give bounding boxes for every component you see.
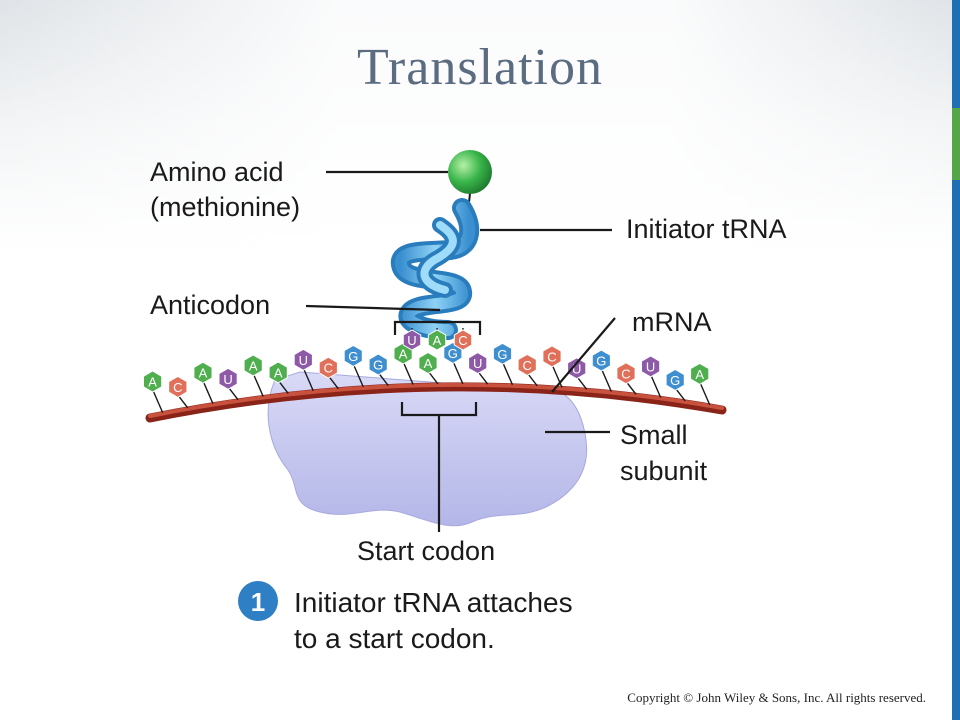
- leader-anticodon: [305, 304, 441, 312]
- mrna-base-letter: C: [621, 366, 630, 381]
- label-start-codon: Start codon: [357, 536, 495, 566]
- step-caption-line2: to a start codon.: [294, 623, 495, 654]
- mrna-base: G: [343, 344, 363, 367]
- anticodon-bracket: [393, 320, 482, 335]
- mrna-base-letter: G: [596, 354, 606, 369]
- mrna-base-stalk: [501, 361, 514, 386]
- leader-mrna: [551, 317, 616, 393]
- anticodon-base: C: [453, 329, 473, 351]
- label-small: Small: [620, 420, 688, 450]
- mrna-base: G: [443, 341, 463, 364]
- mrna-base-letter: A: [399, 347, 408, 362]
- label-mrna: mRNA: [632, 307, 712, 337]
- mrna-base-stalk: [427, 370, 439, 385]
- mrna-base-letter: A: [199, 366, 208, 381]
- mrna-backbone: [145, 382, 727, 423]
- copyright-notice: Copyright © John Wiley & Sons, Inc. All …: [627, 690, 926, 705]
- mrna-base-stalk: [377, 372, 389, 386]
- mrna-base-stalk: [625, 380, 637, 395]
- mrna-base-letter: C: [324, 361, 333, 376]
- anticodon-base: A: [427, 329, 447, 351]
- label-anticodon: Anticodon: [150, 290, 270, 320]
- slide-title: Translation: [357, 39, 603, 96]
- mrna-base: G: [368, 353, 388, 376]
- mrna-base-stalk: [477, 370, 489, 385]
- mrna-base: A: [143, 370, 163, 393]
- mrna-base-letter: G: [373, 358, 383, 373]
- mrna-base: A: [690, 362, 710, 385]
- label-methionine: (methionine): [150, 192, 300, 222]
- mrna-base-stalk: [202, 380, 214, 404]
- mrna-base-letter: C: [523, 358, 532, 373]
- mrna-base-stalk: [177, 394, 189, 409]
- mrna-base-stalk: [252, 373, 264, 397]
- mrna-base-letter: A: [148, 375, 157, 390]
- step-number: 1: [251, 587, 265, 617]
- anticodon-base-letter: A: [433, 333, 442, 348]
- mrna-base-letter: A: [274, 365, 283, 380]
- step-badge: [238, 581, 278, 621]
- mrna-base-letter: G: [348, 349, 358, 364]
- mrna-base-letter: A: [424, 356, 433, 371]
- mrna-base-letter: G: [497, 347, 507, 362]
- mrna-base-stalk: [600, 368, 612, 392]
- anticodon-base-letter: U: [407, 333, 416, 348]
- mrna-base-letter: A: [695, 367, 704, 382]
- mrna-base: C: [168, 375, 188, 398]
- mrna-base-stalk: [352, 363, 364, 388]
- mrna-base: G: [492, 342, 513, 365]
- accent-bar-green: [952, 108, 960, 180]
- mrna-base-stalk: [674, 387, 686, 402]
- mrna-base: U: [641, 355, 661, 378]
- label-amino-acid: Amino acid: [150, 157, 284, 187]
- mrna-base-letter: G: [448, 346, 458, 361]
- anticodon-base: U: [402, 329, 422, 351]
- mrna-base: U: [567, 357, 587, 380]
- mrna-base-stalk: [576, 375, 588, 390]
- mrna-base: G: [591, 349, 611, 372]
- mrna-base-stalk: [302, 367, 314, 392]
- mrna-base-stalk: [526, 372, 538, 387]
- mrna-base: A: [418, 351, 438, 375]
- anticodon-base-letter: C: [458, 333, 467, 348]
- mrna-base: C: [517, 353, 537, 376]
- step-caption-line1: Initiator tRNA attaches: [294, 587, 573, 618]
- mrna-base: A: [268, 361, 288, 384]
- mrna-base: A: [193, 361, 213, 384]
- mrna-base-letter: U: [299, 353, 308, 368]
- accent-bar-blue: [952, 0, 960, 720]
- mrna-base: C: [318, 356, 338, 379]
- mrna-base-stalk: [277, 380, 289, 394]
- mrna-base-letter: U: [646, 359, 655, 374]
- mrna-base-stalk: [327, 375, 339, 390]
- mrna-base: U: [218, 367, 238, 390]
- initiator-trna: [391, 189, 480, 340]
- mrna-base-letter: C: [173, 380, 182, 395]
- mrna-base-letter: G: [670, 373, 680, 388]
- mrna-base: C: [542, 345, 562, 368]
- mrna-base-letter: U: [223, 372, 232, 387]
- mrna-base-stalk: [402, 361, 414, 385]
- mrna-base-stalk: [649, 374, 662, 398]
- amino-acid-sphere: [448, 150, 492, 194]
- mrna-base: A: [243, 354, 263, 377]
- mrna-base: U: [293, 348, 313, 371]
- mrna-base-stalk: [452, 360, 464, 385]
- label-subunit: subunit: [620, 456, 708, 486]
- mrna-base-letter: A: [249, 358, 258, 373]
- mrna-base: G: [665, 368, 685, 391]
- mrna-base-stalk: [551, 364, 563, 388]
- mrna-base-stalk: [227, 386, 239, 401]
- mrna-base-stalk: [151, 389, 164, 413]
- mrna-base-letter: C: [547, 349, 556, 364]
- mrna-base-stalk: [699, 381, 711, 406]
- mrna-base-letter: U: [473, 356, 482, 371]
- label-initiator-trna: Initiator tRNA: [626, 214, 787, 244]
- mrna-base-letter: U: [572, 361, 581, 376]
- mrna-base: U: [468, 352, 488, 375]
- mrna-base: C: [616, 362, 636, 385]
